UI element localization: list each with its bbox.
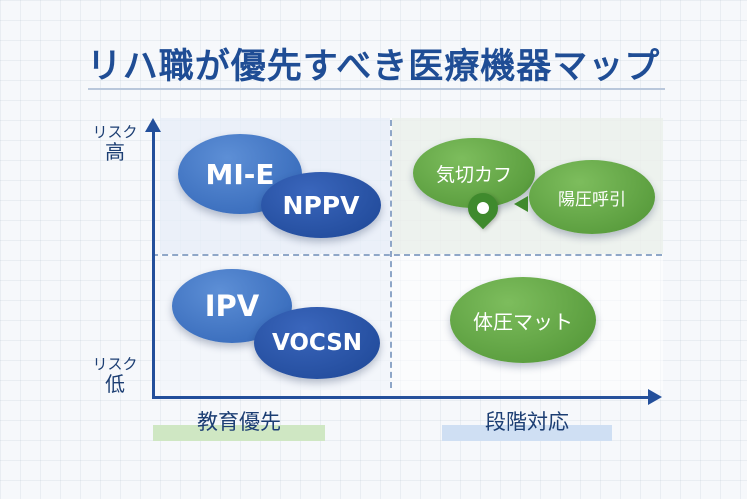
horizontal-divider — [152, 254, 662, 256]
x-label-right-highlight — [442, 425, 612, 441]
y-axis — [152, 128, 155, 398]
x-axis-label-right: 段階対応 — [442, 406, 612, 446]
x-axis-arrow-icon — [648, 389, 662, 405]
arrow-left-icon — [514, 196, 528, 212]
y-axis-low-small: リスク — [92, 355, 138, 373]
y-axis-low-big: 低 — [105, 372, 125, 397]
page-title: リハ職が優先すべき医療機器マップ — [86, 47, 661, 87]
x-label-right-text: 段階対応 — [485, 410, 569, 434]
y-axis-label-high: リスク 高 — [84, 123, 146, 165]
x-axis — [152, 396, 652, 399]
bubble-vocsn: VOCSN — [254, 307, 380, 379]
y-axis-high-big: 高 — [105, 140, 125, 165]
x-label-left-highlight — [153, 425, 325, 441]
bubble-mi-e: MI-E — [178, 134, 302, 214]
y-axis-label-low: リスク 低 — [84, 355, 146, 397]
bubble-positive-pressure-suction: 陽圧呼引 — [529, 160, 655, 234]
x-axis-label-left: 教育優先 — [153, 406, 325, 446]
bubble-pressure-mat: 体圧マット — [450, 277, 596, 363]
bubble-nppv: NPPV — [261, 172, 381, 238]
y-axis-arrow-icon — [145, 118, 161, 132]
y-axis-high-small: リスク — [92, 123, 138, 141]
title-underline — [88, 88, 665, 90]
x-label-left-text: 教育優先 — [197, 410, 281, 434]
